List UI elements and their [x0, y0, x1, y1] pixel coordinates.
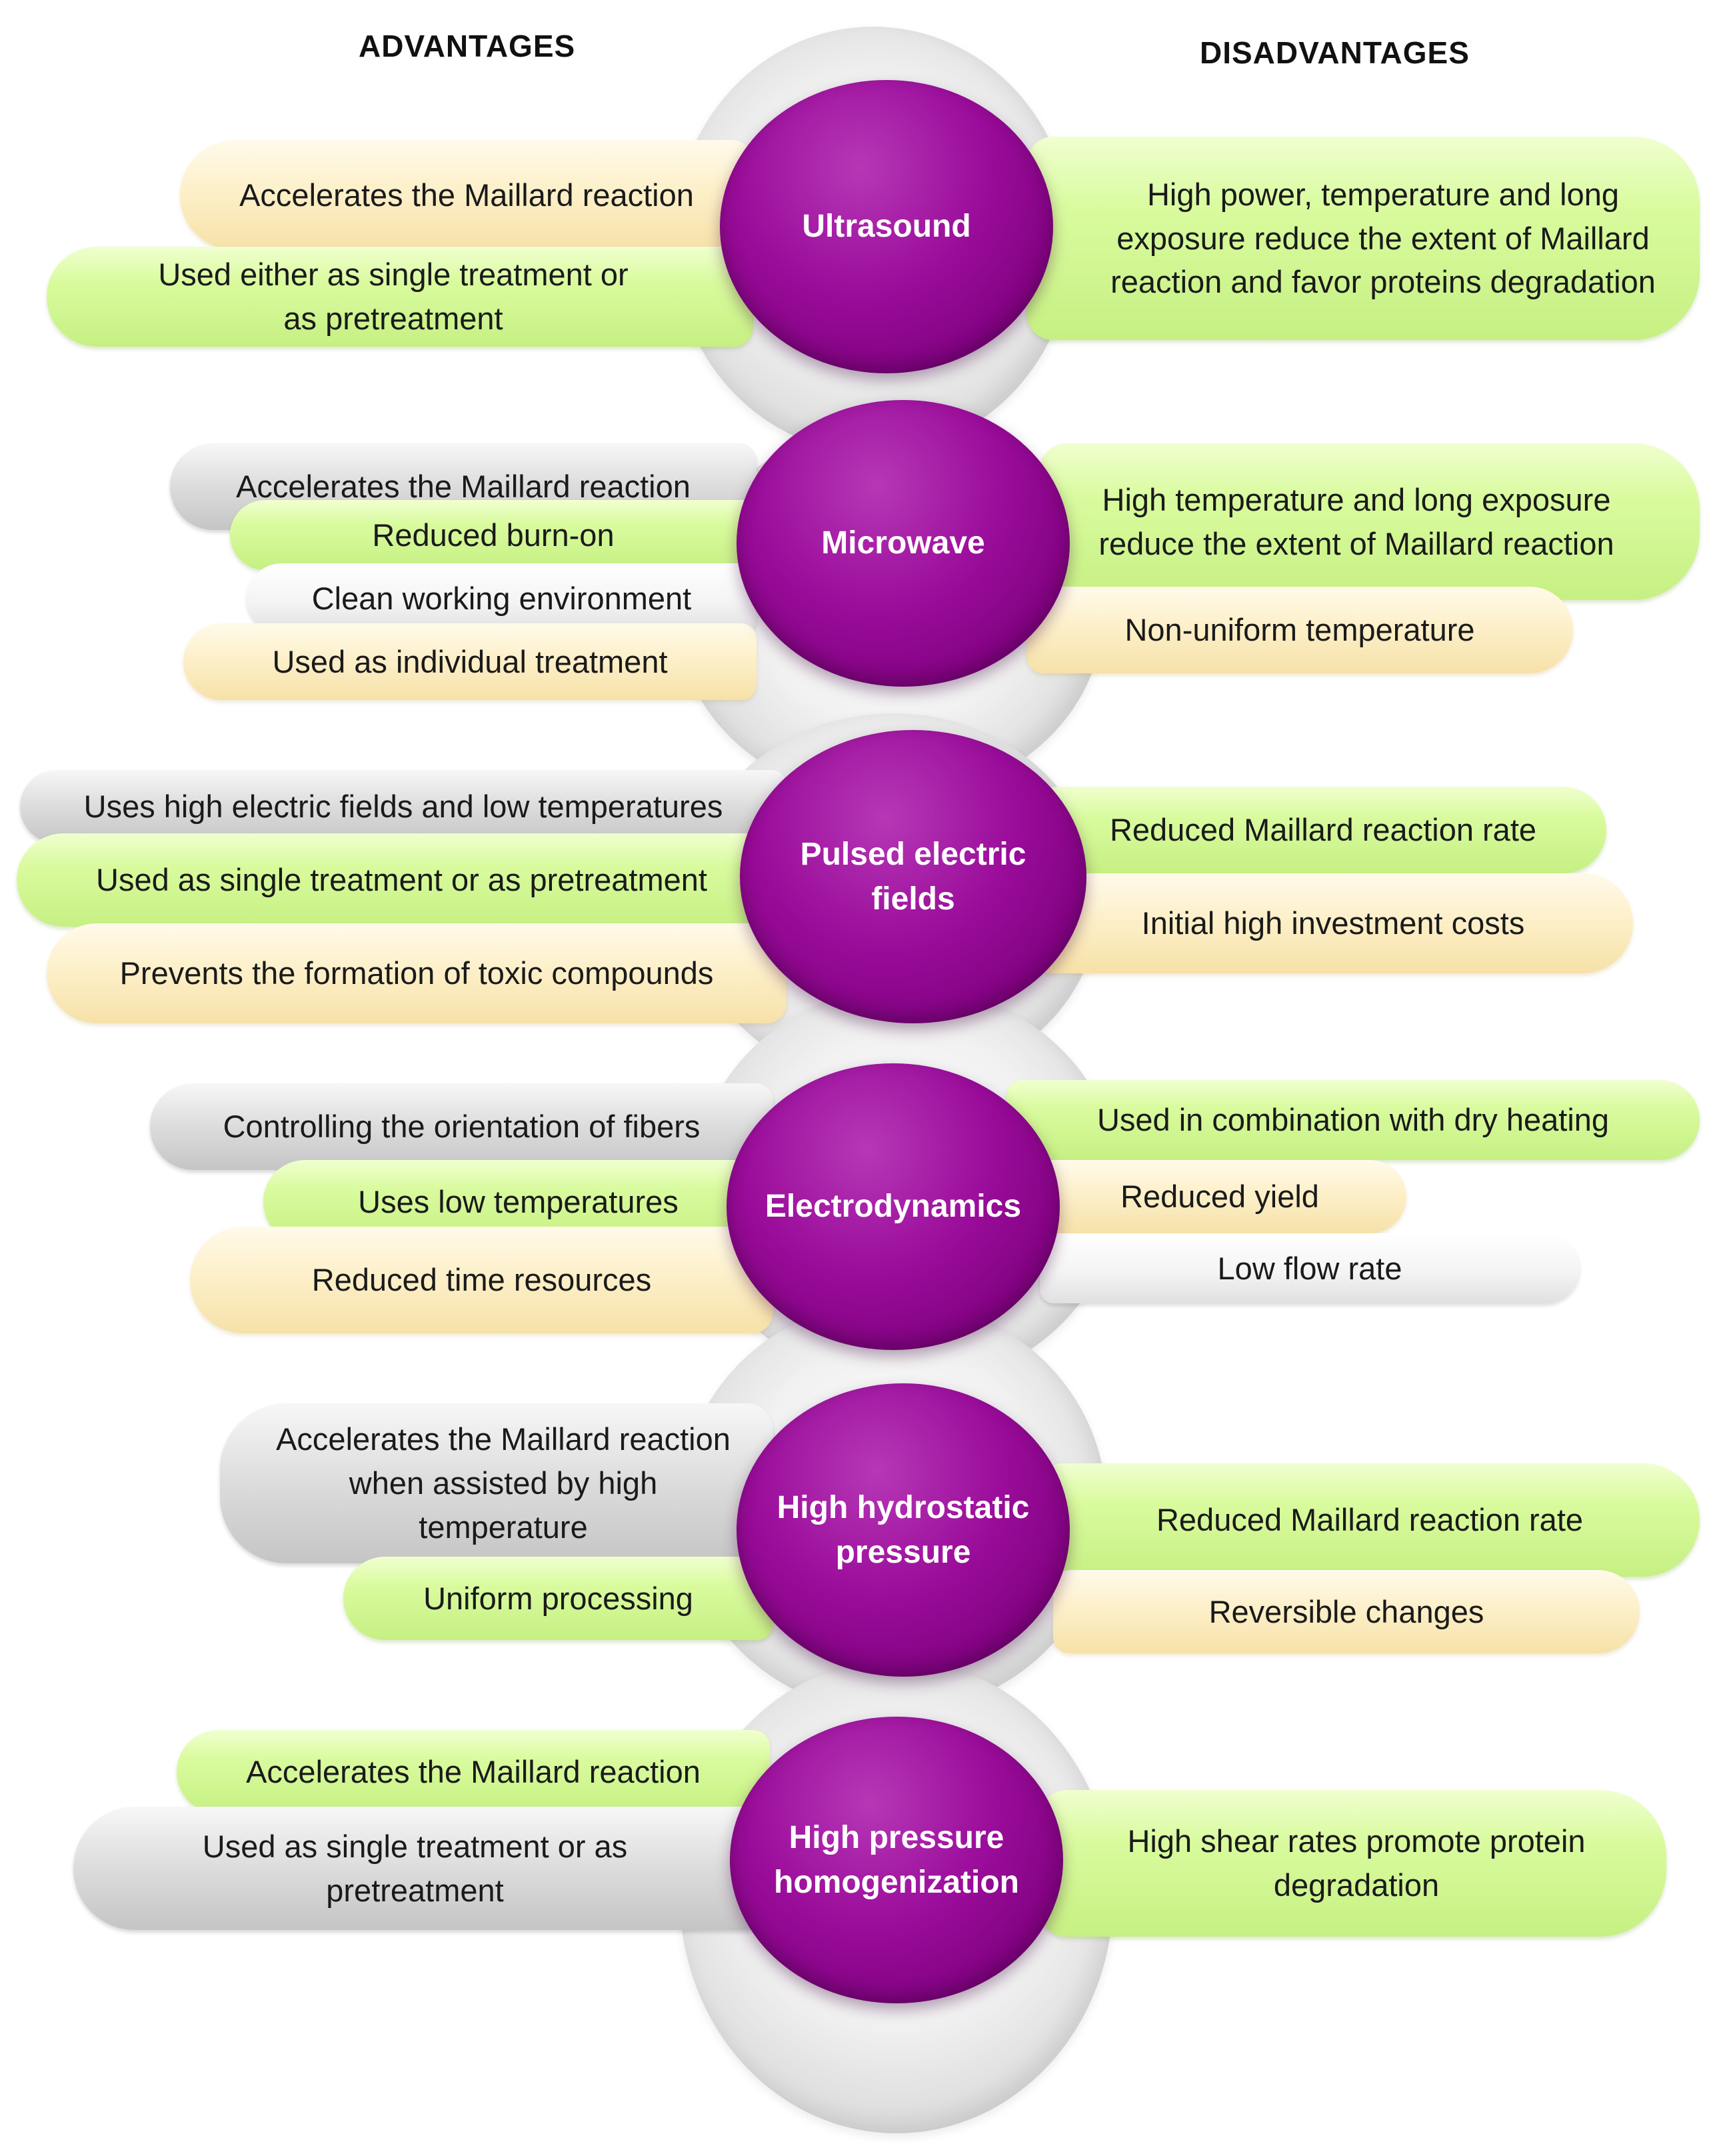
- pulsed-advantage-1: Uses high electric fields and low temper…: [20, 770, 787, 843]
- electrodynamics-node: Electrodynamics: [727, 1063, 1060, 1350]
- homogenization-disadvantage-1: High shear rates promote protein degrada…: [1040, 1790, 1666, 1937]
- electrodynamics-disadvantage-3: Low flow rate: [1040, 1233, 1580, 1303]
- pulsed-disadvantage-2: Initial high investment costs: [1033, 873, 1633, 973]
- hydrostatic-disadvantage-2: Reversible changes: [1053, 1570, 1640, 1653]
- hydrostatic-node: High hydrostatic pressure: [737, 1383, 1070, 1677]
- pulsed-disadvantage-1: Reduced Maillard reaction rate: [1040, 787, 1606, 873]
- microwave-disadvantage-2: Non-uniform temperature: [1026, 587, 1573, 673]
- advantages-header: ADVANTAGES: [359, 29, 576, 63]
- pulsed-node: Pulsed electric fields: [740, 730, 1086, 1023]
- homogenization-advantage-1: Accelerates the Maillard reaction: [177, 1730, 770, 1813]
- pulsed-advantage-2: Used as single treatment or as pretreatm…: [17, 833, 787, 927]
- hydrostatic-advantage-1: Accelerates the Maillard reaction when a…: [220, 1403, 773, 1563]
- hydrostatic-advantage-2: Uniform processing: [343, 1557, 773, 1640]
- microwave-node: Microwave: [737, 400, 1070, 687]
- ultrasound-disadvantage-1: High power, temperature and long exposur…: [1026, 137, 1700, 340]
- electrodynamics-advantage-3: Reduced time resources: [190, 1227, 773, 1333]
- microwave-advantage-4: Used as individual treatment: [183, 623, 757, 700]
- electrodynamics-advantage-1: Controlling the orientation of fibers: [150, 1083, 773, 1170]
- ultrasound-advantage-2: Used either as single treatment or as pr…: [47, 247, 753, 347]
- homogenization-node: High pressure homogenization: [730, 1717, 1063, 2003]
- homogenization-advantage-2: Used as single treatment or as pretreatm…: [73, 1807, 770, 1930]
- electrodynamics-disadvantage-1: Used in combination with dry heating: [1006, 1080, 1700, 1160]
- pulsed-advantage-3: Prevents the formation of toxic compound…: [47, 923, 787, 1023]
- electrodynamics-disadvantage-2: Reduced yield: [1033, 1160, 1406, 1233]
- microwave-advantage-3: Clean working environment: [247, 563, 757, 633]
- ultrasound-node: Ultrasound: [720, 80, 1053, 373]
- microwave-advantage-2: Reduced burn-on: [230, 500, 757, 570]
- ultrasound-advantage-1: Accelerates the Maillard reaction: [180, 140, 753, 250]
- hydrostatic-disadvantage-1: Reduced Maillard reaction rate: [1040, 1463, 1700, 1577]
- microwave-disadvantage-1: High temperature and long exposure reduc…: [1040, 443, 1700, 600]
- disadvantages-header: DISADVANTAGES: [1200, 35, 1470, 70]
